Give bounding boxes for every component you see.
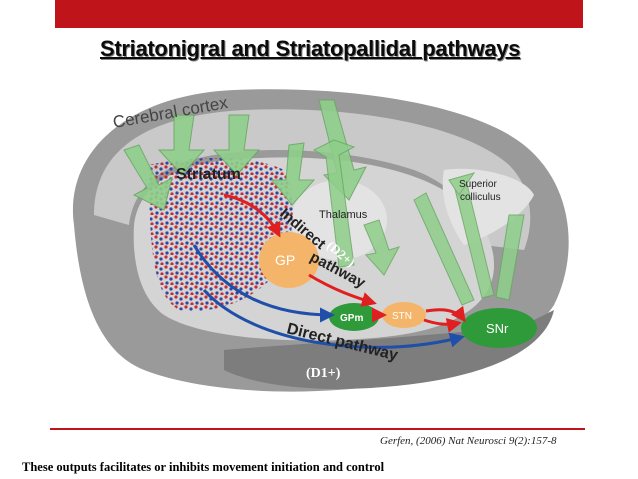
label-snr: SNr [486, 321, 509, 336]
stn-nucleus [382, 302, 426, 328]
indirect-pathway-arrows [223, 193, 466, 333]
label-gp: GP [275, 252, 295, 268]
label-colliculus: colliculus [460, 192, 501, 203]
snr-nucleus [461, 308, 537, 348]
label-gpm: GPm [340, 313, 363, 324]
divider-line [50, 428, 585, 430]
striatum-region [149, 158, 293, 311]
label-superior: Superior [459, 179, 497, 190]
label-striatum: Striatum [176, 166, 241, 183]
slide-title: Striatonigral and Striatopallidal pathwa… [100, 36, 521, 61]
gpm-nucleus [329, 303, 379, 331]
label-d1: (D1+) [306, 366, 341, 381]
top-accent-bar [55, 0, 583, 28]
direct-pathway-arrows [192, 244, 465, 349]
gp-nucleus [259, 232, 319, 288]
output-arrows [312, 139, 525, 306]
cortex-band [94, 109, 531, 250]
caption: These outputs facilitates or inhibits mo… [22, 460, 385, 474]
citation: Gerfen, (2006) Nat Neurosci 9(2):157-8 [380, 435, 557, 447]
brainstem [224, 310, 554, 390]
basal-ganglia-diagram: Cerebral cortex Striatum Thalamus Superi… [54, 75, 584, 408]
label-stn: STN [392, 311, 412, 322]
label-thalamus: Thalamus [319, 209, 368, 221]
